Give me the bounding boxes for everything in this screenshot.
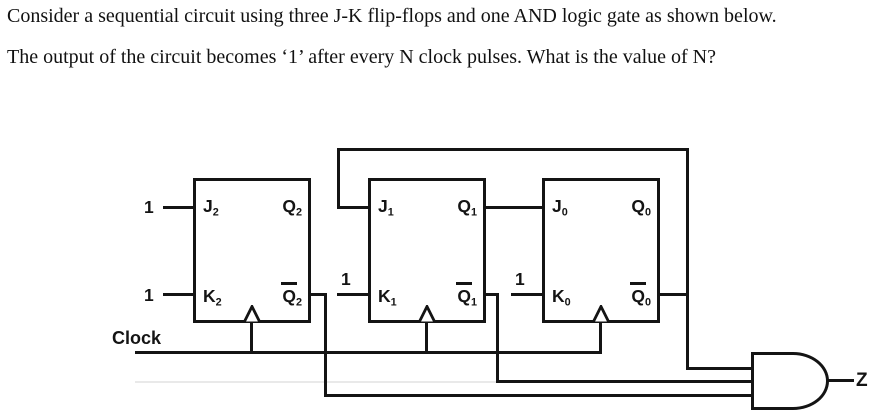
- wire-qbar1-vertical: [496, 293, 499, 383]
- wire-q1-to-j0: [483, 206, 545, 209]
- ff0-j-label: J0: [552, 196, 568, 219]
- ff1-k-label: K1: [378, 286, 397, 309]
- const-one-k1: 1: [341, 269, 351, 289]
- clock-edge-caret-icon-ff0: [592, 305, 610, 322]
- wire-feedback-left-vertical: [337, 148, 340, 209]
- question-line-1: Consider a sequential circuit using thre…: [7, 5, 777, 27]
- output-z-label: Z: [856, 370, 868, 391]
- ff2-j-label: J2: [203, 196, 219, 219]
- wire-qbar2-out: [308, 293, 327, 296]
- wire-k1-input: [337, 293, 371, 296]
- clock-edge-caret-icon-ff2: [243, 305, 261, 322]
- wire-clock-riser-ff1: [425, 320, 428, 353]
- wire-feedback-right-vertical: [686, 148, 689, 370]
- const-one-k2: 1: [144, 285, 154, 305]
- wire-qbar1-out: [483, 293, 499, 296]
- wire-qbar2-vertical: [324, 293, 327, 397]
- clock-label: Clock: [112, 328, 162, 348]
- wire-k0-input: [511, 293, 545, 296]
- flipflop-ff0: J0 Q0 K0 Q0: [542, 178, 660, 323]
- wire-clock-riser-ff0: [599, 320, 602, 353]
- wire-k2-input: [163, 293, 194, 296]
- flipflop-ff1: J1 Q1 K1 Q1: [368, 178, 486, 323]
- ff0-k-label: K0: [552, 286, 571, 309]
- wire-clock-riser-ff2: [250, 320, 253, 353]
- wire-j1-input: [337, 206, 371, 209]
- wire-and-input-bottom: [324, 394, 753, 397]
- and-gate: [751, 352, 829, 410]
- ff1-q-label: Q1: [457, 196, 477, 219]
- wire-qbar0-out: [657, 293, 689, 296]
- wire-feedback-top: [337, 148, 689, 151]
- const-one-j2: 1: [144, 197, 154, 217]
- wire-clock-line: [135, 351, 602, 354]
- question-line-2: The output of the circuit becomes ‘1’ af…: [7, 46, 717, 68]
- faint-artifact-line: [135, 381, 496, 383]
- ff1-j-label: J1: [378, 196, 394, 219]
- wire-and-output: [828, 379, 854, 382]
- ff2-q-label: Q2: [282, 196, 302, 219]
- wire-j2-input: [163, 206, 194, 209]
- ff2-k-label: K2: [203, 286, 222, 309]
- const-one-k0: 1: [515, 269, 525, 289]
- clock-edge-caret-icon-ff1: [418, 305, 436, 322]
- ff1-qbar-label: Q1: [456, 282, 477, 309]
- ff0-qbar-label: Q0: [630, 282, 651, 309]
- wire-and-input-top: [686, 367, 753, 370]
- flipflop-ff2: J2 Q2 K2 Q2: [193, 178, 311, 323]
- ff2-qbar-label: Q2: [281, 282, 302, 309]
- ff0-q-label: Q0: [631, 196, 651, 219]
- wire-and-input-middle: [496, 380, 753, 383]
